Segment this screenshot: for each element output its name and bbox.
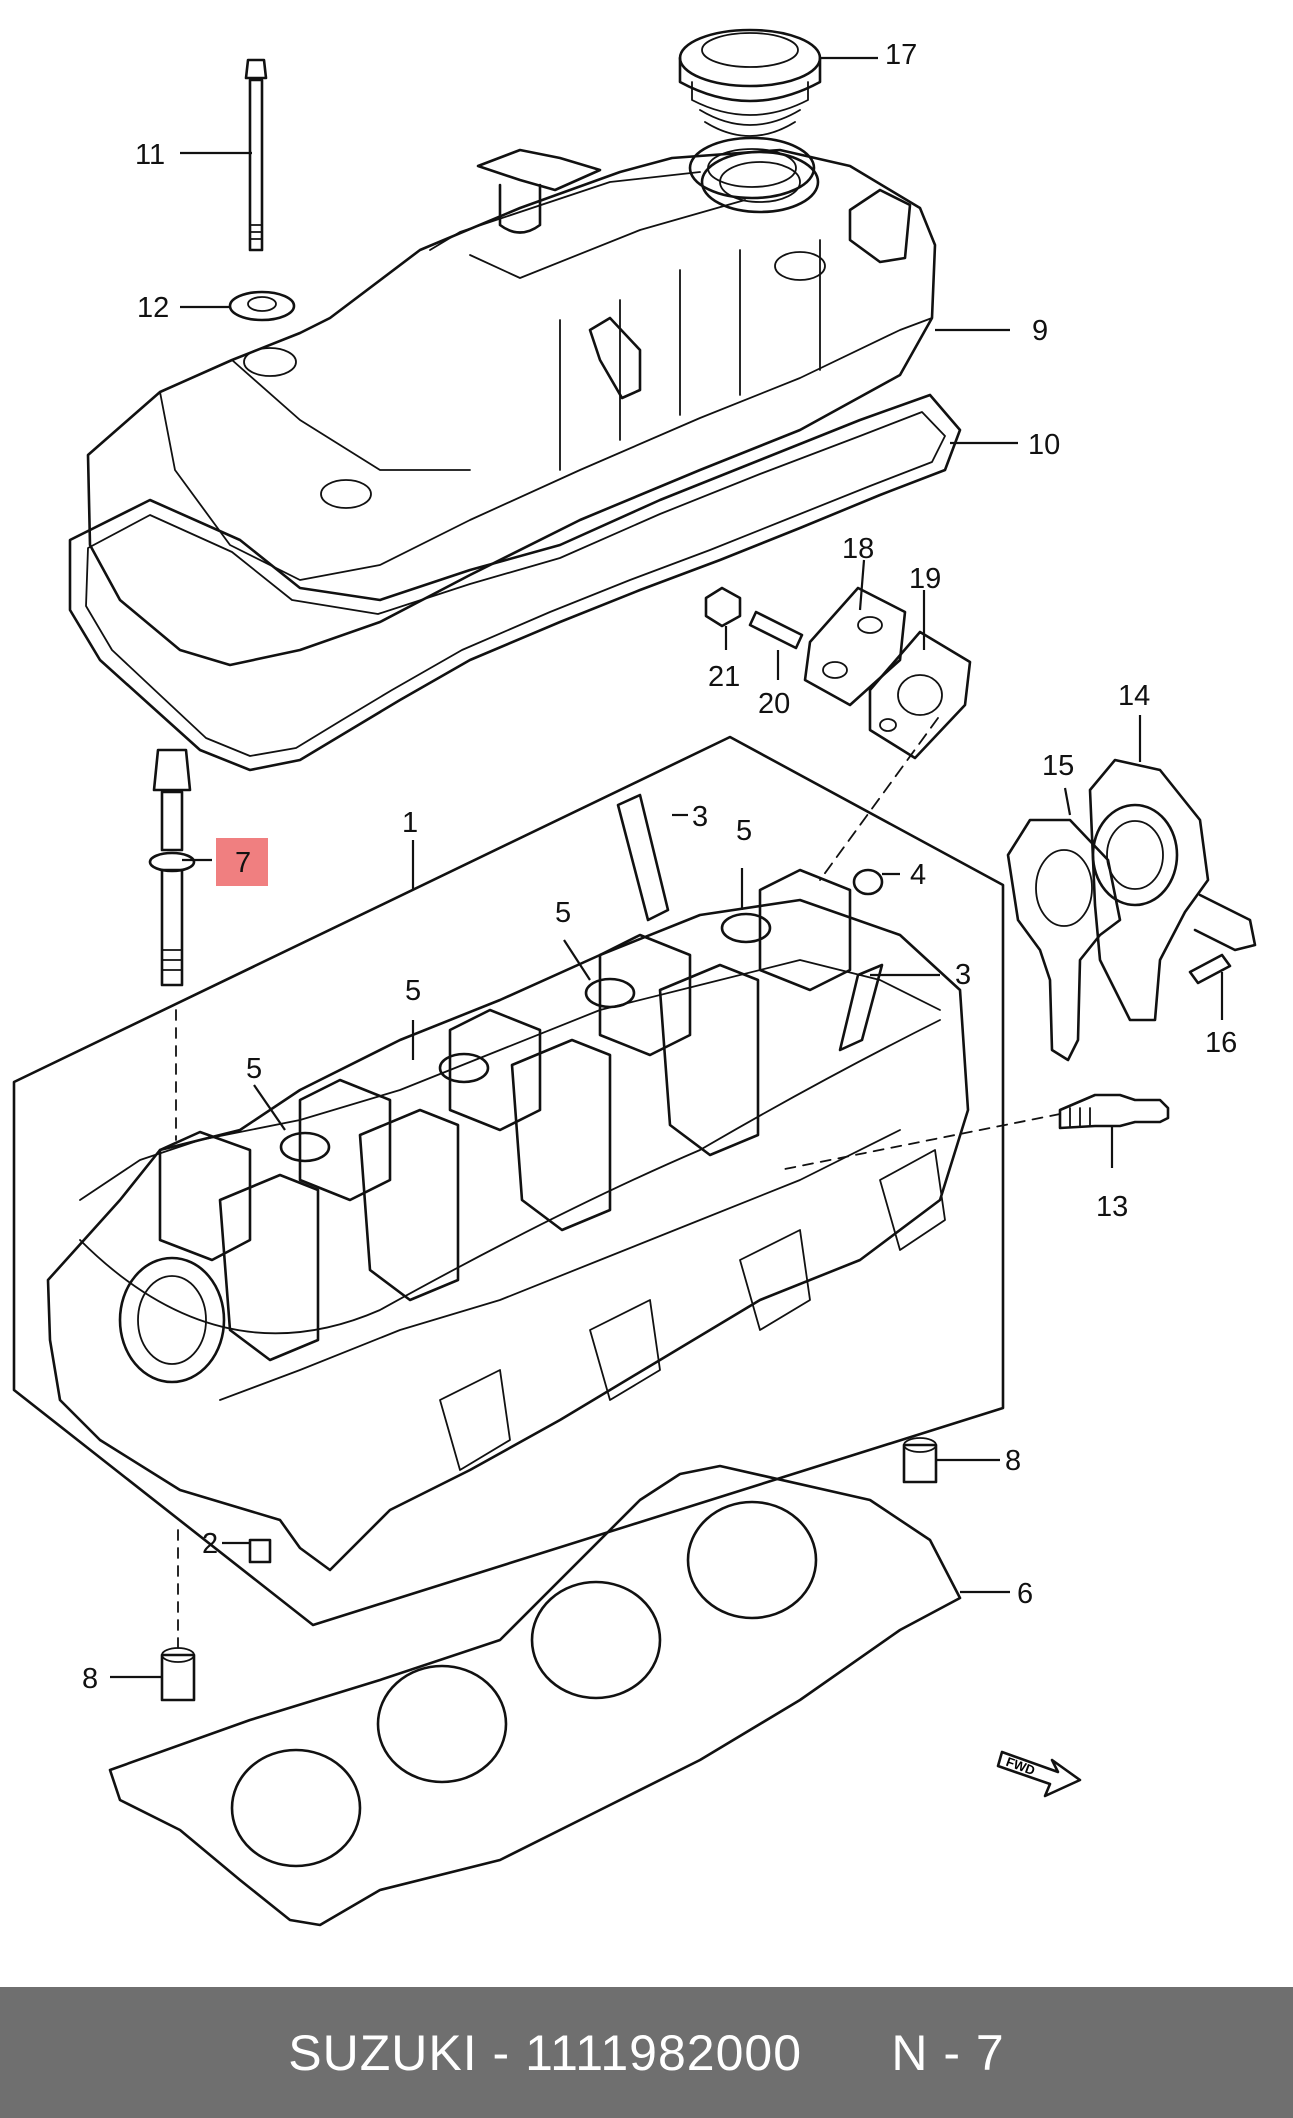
callout-13: 13 (1096, 1191, 1128, 1223)
callout-15: 15 (1042, 750, 1074, 782)
callout-14: 14 (1118, 680, 1150, 712)
oil-filler-cap (678, 28, 822, 137)
head-gasket (108, 1464, 962, 1927)
callout-2: 2 (202, 1528, 218, 1560)
callout-20: 20 (758, 688, 790, 720)
dowel-pin-lower (160, 1647, 196, 1702)
callout-8-upper: 8 (1005, 1445, 1021, 1477)
callout-5-c: 5 (555, 897, 571, 929)
callout-21: 21 (708, 661, 740, 693)
plug-2 (248, 1538, 272, 1564)
water-outlet-gasket (1006, 818, 1122, 1062)
footer-bar: SUZUKI - 1111982000 N - 7 (0, 1987, 1293, 2118)
page-reference: N - 7 (891, 2024, 1005, 2081)
plug (852, 868, 884, 896)
exploded-parts-diagram: FWD 17 11 12 (12, 28, 1257, 1927)
footer-caption: SUZUKI - 1111982000 N - 7 (288, 2024, 1004, 2082)
outlet-bolt (1188, 953, 1232, 985)
spacer (802, 2025, 891, 2081)
callout-16: 16 (1205, 1027, 1237, 1059)
nut (704, 586, 742, 628)
forward-arrow: FWD (996, 1750, 1082, 1798)
cover-bolt (244, 58, 268, 252)
callout-7: 7 (235, 847, 251, 879)
callout-19: 19 (909, 563, 941, 595)
callout-11: 11 (135, 139, 165, 171)
cylinder-head (46, 868, 970, 1572)
dowel-pin-upper (902, 1437, 938, 1484)
callout-17: 17 (885, 39, 917, 71)
flange-gasket-18 (803, 586, 907, 707)
callout-1: 1 (402, 807, 418, 839)
separator: - (477, 2024, 526, 2081)
callout-18: 18 (842, 533, 874, 565)
callout-4: 4 (910, 859, 926, 891)
callout-5-b: 5 (405, 975, 421, 1007)
highlight-marker (216, 838, 268, 886)
filler-seal (688, 136, 816, 200)
valve-cover-gasket (68, 393, 962, 772)
callout-12: 12 (137, 292, 169, 324)
callout-10: 10 (1028, 429, 1060, 461)
stud (748, 610, 804, 650)
callout-5-d: 5 (736, 815, 752, 847)
callout-3-upper: 3 (692, 801, 708, 833)
valve-cover (86, 148, 937, 667)
callout-8-lower: 8 (82, 1663, 98, 1695)
callout-5-a: 5 (246, 1053, 262, 1085)
valve-guide (616, 793, 884, 1052)
spark-plug (1058, 1093, 1170, 1130)
flange-gasket-19 (868, 630, 972, 760)
callout-3-lower: 3 (955, 959, 971, 991)
cover-washer (228, 290, 296, 322)
water-outlet (1088, 758, 1257, 1022)
callout-9: 9 (1032, 315, 1048, 347)
callout-6: 6 (1017, 1578, 1033, 1610)
part-number: 1111982000 (525, 2024, 803, 2081)
leader-lines (110, 56, 1224, 1679)
head-bolt (148, 748, 196, 987)
brand-name: SUZUKI (288, 2024, 478, 2081)
cylinder-head-box (12, 735, 1005, 1627)
